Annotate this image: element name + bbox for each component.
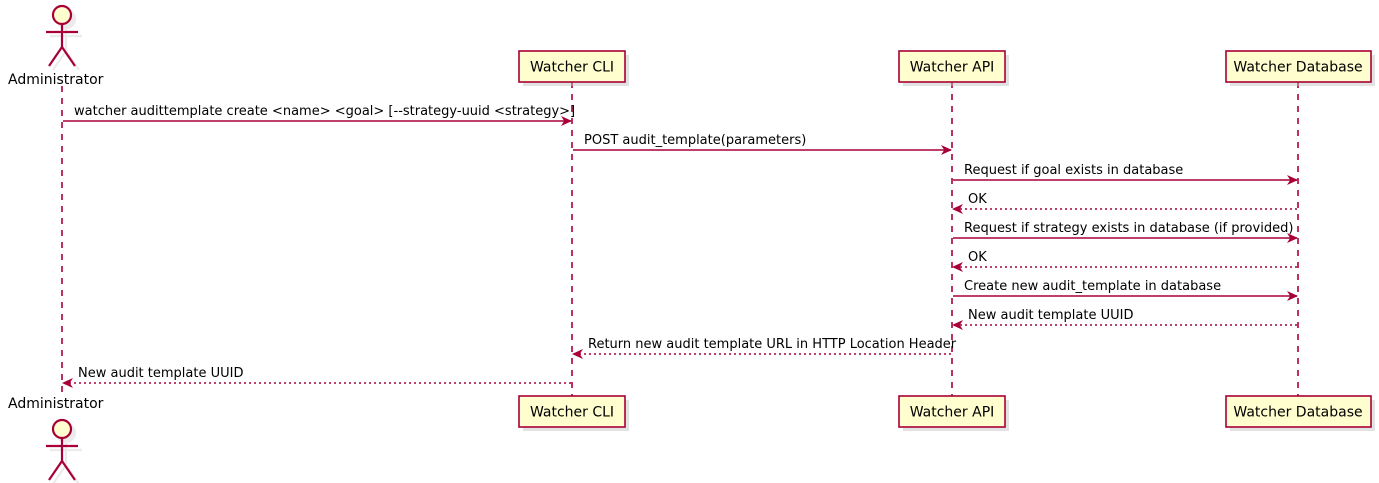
actor-administrator[interactable]: Administrator — [8, 396, 104, 483]
participant-box-watcher-db[interactable]: Watcher Database — [1225, 50, 1375, 86]
message-label-6: OK — [968, 250, 987, 265]
participant-box-watcher-api[interactable]: Watcher API — [898, 395, 1009, 431]
participant-box-rect — [898, 50, 1006, 83]
message-label-2: POST audit_template(parameters) — [584, 133, 806, 148]
participant-box-watcher-api[interactable]: Watcher API — [898, 50, 1009, 86]
participant-label-watcher-cli: Watcher CLI — [530, 60, 614, 76]
participant-box-rect — [898, 395, 1006, 428]
message-7[interactable]: Create new audit_template in database — [953, 279, 1298, 301]
participant-label-watcher-cli: Watcher CLI — [530, 405, 614, 421]
message-label-3: Request if goal exists in database — [964, 163, 1183, 178]
participant-label-watcher-db: Watcher Database — [1233, 405, 1362, 421]
message-label-1: watcher audittemplate create <name> <goa… — [74, 104, 575, 119]
actor-label-administrator: Administrator — [8, 396, 104, 412]
message-1[interactable]: watcher audittemplate create <name> <goa… — [63, 104, 575, 126]
message-3[interactable]: Request if goal exists in database — [953, 163, 1298, 185]
message-label-7: Create new audit_template in database — [964, 279, 1221, 294]
lifelines-group — [61, 82, 1299, 396]
participant-box-rect — [518, 50, 626, 83]
message-5[interactable]: Request if strategy exists in database (… — [953, 221, 1298, 243]
message-6[interactable]: OK — [952, 250, 1297, 272]
messages-group: watcher audittemplate create <name> <goa… — [62, 104, 1298, 388]
message-4[interactable]: OK — [952, 192, 1297, 214]
participant-box-watcher-db[interactable]: Watcher Database — [1225, 395, 1375, 431]
participant-box-watcher-cli[interactable]: Watcher CLI — [518, 50, 629, 86]
message-label-5: Request if strategy exists in database (… — [964, 221, 1293, 236]
actor-figure-icon — [46, 418, 78, 481]
participant-box-watcher-cli[interactable]: Watcher CLI — [518, 395, 629, 431]
actor-administrator[interactable]: Administrator — [8, 4, 104, 88]
message-label-9: Return new audit template URL in HTTP Lo… — [588, 337, 957, 352]
participant-box-rect — [1225, 395, 1372, 428]
message-label-4: OK — [968, 192, 987, 207]
message-label-8: New audit template UUID — [968, 308, 1133, 323]
message-9[interactable]: Return new audit template URL in HTTP Lo… — [572, 337, 957, 359]
actor-figure-icon — [46, 4, 78, 67]
participant-box-rect — [1225, 50, 1372, 83]
message-8[interactable]: New audit template UUID — [952, 308, 1297, 330]
participant-box-rect — [518, 395, 626, 428]
actor-label-administrator: Administrator — [8, 72, 104, 88]
message-10[interactable]: New audit template UUID — [62, 366, 571, 388]
participant-label-watcher-api: Watcher API — [910, 60, 995, 76]
message-label-10: New audit template UUID — [78, 366, 243, 381]
message-2[interactable]: POST audit_template(parameters) — [573, 133, 952, 155]
participant-label-watcher-api: Watcher API — [910, 405, 995, 421]
participant-boxes-group: Watcher CLI Watcher CLI Watcher API Watcher… — [518, 50, 1375, 431]
participant-label-watcher-db: Watcher Database — [1233, 60, 1362, 76]
